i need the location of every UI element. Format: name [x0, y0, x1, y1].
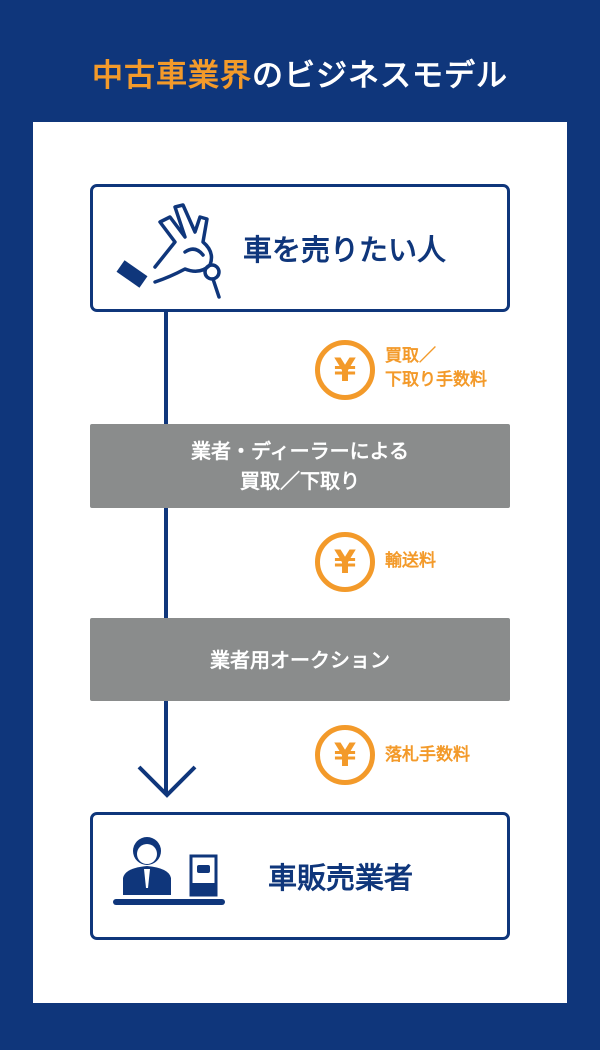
- salesperson-icon: [113, 837, 225, 905]
- hand-key-icon: [116, 203, 221, 299]
- fee-line: 下取り手数料: [385, 369, 487, 390]
- dealer-box: 車販売業者: [90, 812, 510, 940]
- fee-line: 買取／: [385, 346, 436, 366]
- fee-label-transport: 輸送料: [385, 551, 436, 571]
- title-rest: のビジネスモデル: [252, 58, 508, 94]
- fee-label-buyback: 買取／ 下取り手数料: [385, 345, 487, 393]
- yen-icon: ¥: [315, 725, 375, 785]
- dealer-label: 車販売業者: [268, 861, 414, 895]
- fee-label-winning-bid: 落札手数料: [385, 745, 470, 765]
- page-title: 中古車業界のビジネスモデル: [0, 50, 600, 95]
- buyback-node: 業者・ディーラーによる買取／下取り: [90, 424, 510, 508]
- title-highlight: 中古車業界: [92, 58, 252, 94]
- auction-node: 業者用オークション: [90, 618, 510, 701]
- arrow-down-icon: [137, 765, 197, 798]
- flow-line: [164, 310, 168, 795]
- yen-icon: ¥: [315, 532, 375, 592]
- buyback-line2: 買取／下取り: [240, 469, 360, 493]
- buyback-line1: 業者・ディーラーによる: [191, 439, 409, 463]
- auction-label: 業者用オークション: [210, 647, 390, 672]
- seller-label: 車を売りたい人: [243, 233, 447, 267]
- seller-box: 車を売りたい人: [90, 184, 510, 312]
- yen-icon: ¥: [315, 340, 375, 400]
